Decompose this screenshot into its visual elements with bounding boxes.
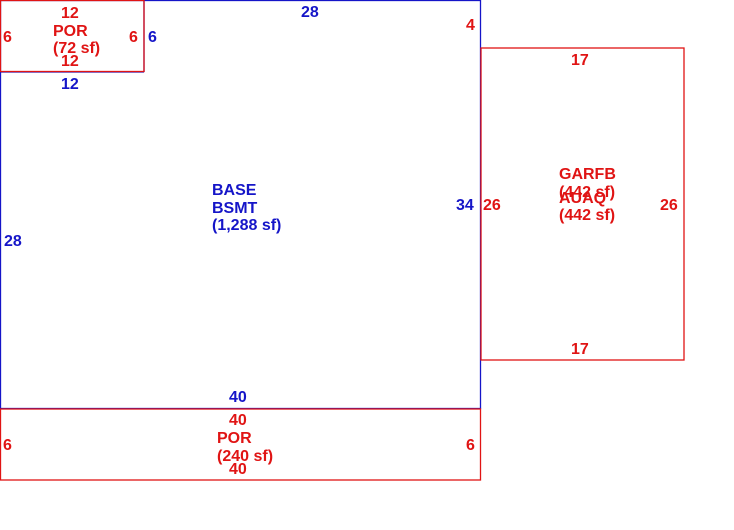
base-top-dim: 28	[301, 4, 319, 21]
por-small-right-outer-dim: 6	[148, 29, 157, 46]
por-small-left-dim: 6	[3, 29, 12, 46]
garfb-label: GARFB	[559, 166, 616, 183]
garage-left-dim: 26	[483, 197, 501, 214]
base-left-dim: 28	[4, 233, 22, 250]
base-area-label: (1,288 sf)	[212, 217, 281, 234]
auaq-area-label: (442 sf)	[559, 207, 615, 224]
auaq-label: AUAQ	[559, 190, 606, 207]
por-bottom-top-dim: 40	[229, 412, 247, 429]
por-bottom-area-label: (240 sf)	[217, 448, 273, 465]
por-small-label: POR	[53, 23, 88, 40]
por-small-top-dim: 12	[61, 5, 79, 22]
por-small-bottom-dim: 12	[61, 53, 79, 70]
por-bottom-bottom-dim: 40	[229, 461, 247, 478]
por-small-right-dim: 6	[129, 29, 138, 46]
por-small-area-label: (72 sf)	[53, 40, 100, 57]
base-right-step-dim: 4	[466, 17, 475, 34]
garage-right-dim: 26	[660, 197, 678, 214]
por-bottom-right-dim: 6	[466, 437, 475, 454]
garage-bottom-dim: 17	[571, 341, 589, 358]
por-bottom-left-dim: 6	[3, 437, 12, 454]
por-small-outline	[0, 0, 145, 73]
garage-outline	[480, 47, 685, 361]
base-label: BASE	[212, 182, 257, 199]
por-bottom-outline	[0, 408, 482, 481]
base-right-dim: 34	[456, 197, 474, 214]
por-small-below-dim: 12	[61, 76, 79, 93]
por-bottom-label: POR	[217, 430, 252, 447]
garage-top-dim: 17	[571, 52, 589, 69]
bsmt-label: BSMT	[212, 200, 258, 217]
garfb-area-label: (442 sf)	[559, 184, 615, 201]
base-bottom-dim: 40	[229, 389, 247, 406]
